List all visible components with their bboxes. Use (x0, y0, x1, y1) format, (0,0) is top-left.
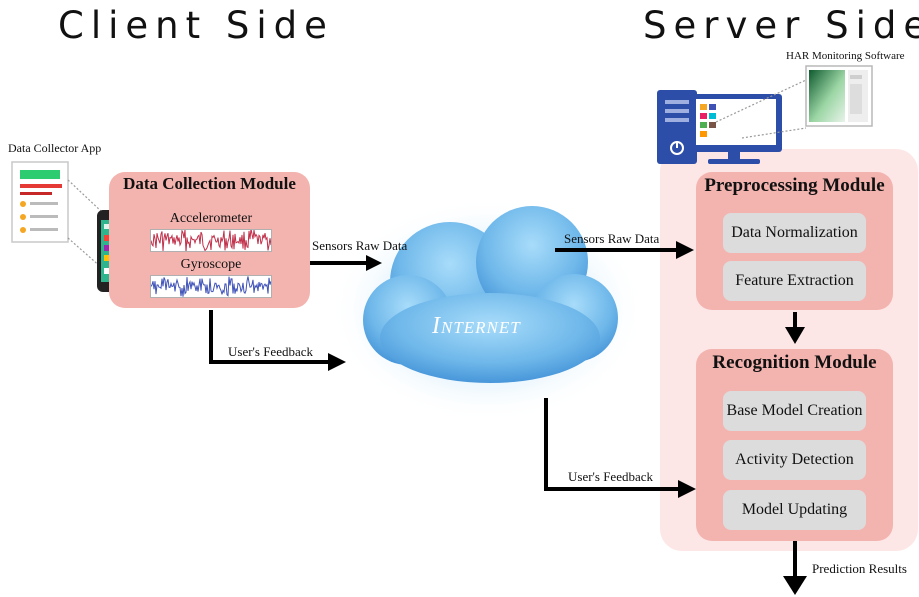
step-activity-detection: Activity Detection (723, 440, 866, 480)
gyroscope-signal (150, 275, 272, 298)
recognition-title: Recognition Module (712, 352, 877, 373)
arrowhead-feedback-right (678, 480, 696, 498)
arrowhead-pre-to-rec (785, 327, 805, 344)
internet-label: Internet (432, 313, 521, 339)
arrowhead-sensors-left (366, 255, 382, 271)
arrow-lines (209, 248, 797, 578)
data-collection-title: Data Collection Module (123, 174, 296, 193)
preprocessing-module: Preprocessing Module Data Normalization … (696, 172, 893, 310)
users-feedback-right-label: User's Feedback (568, 469, 654, 484)
arrowhead-sensors-right (676, 241, 694, 259)
arrowhead-feedback-left (328, 353, 346, 371)
har-software-label: HAR Monitoring Software (786, 50, 905, 62)
client-side-title: Client Side (58, 4, 334, 47)
step-feature-extraction: Feature Extraction (723, 261, 866, 301)
users-feedback-left-label: User's Feedback (228, 344, 314, 359)
step-model-updating: Model Updating (723, 490, 866, 530)
gyroscope-label: Gyroscope (180, 257, 242, 272)
computer-icon (657, 79, 807, 164)
server-side-title: Server Side (643, 4, 919, 47)
sensors-raw-data-right-label: Sensors Raw Data (564, 231, 660, 246)
arrowhead-prediction (783, 576, 807, 595)
accelerometer-label: Accelerometer (169, 211, 253, 226)
step-base-model-creation: Base Model Creation (723, 391, 866, 431)
arrow-feedback-right (544, 398, 678, 491)
preprocessing-title: Preprocessing Module (704, 175, 885, 196)
accelerometer-waveform (150, 228, 272, 253)
gyroscope-waveform (150, 276, 272, 297)
arrow-feedback-left (209, 310, 330, 364)
internet-cloud (330, 198, 646, 422)
step-data-normalization: Data Normalization (723, 213, 866, 253)
arrow-heads (328, 241, 807, 595)
data-collector-app-label: Data Collector App (8, 141, 102, 155)
data-collector-app-icon (11, 161, 103, 269)
sensors-raw-data-left-label: Sensors Raw Data (312, 238, 408, 253)
har-software-screenshot (805, 65, 873, 127)
prediction-results-label: Prediction Results (812, 561, 907, 576)
accelerometer-signal (150, 228, 272, 253)
recognition-module: Recognition Module Base Model Creation A… (696, 349, 893, 541)
